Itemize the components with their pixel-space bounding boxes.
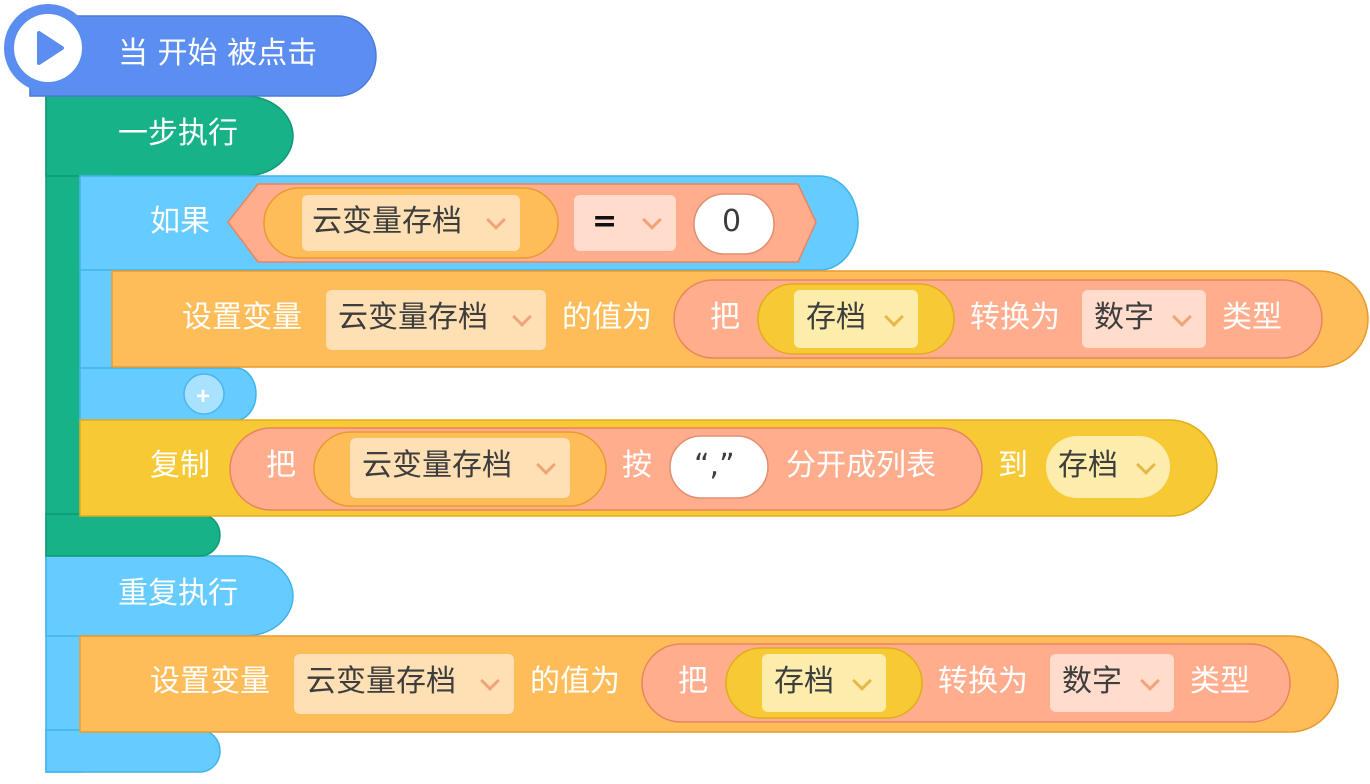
set2-value-label: 的值为	[530, 664, 620, 699]
set1-convert-label: 转换为	[970, 300, 1060, 335]
set2-source-value: 存档	[774, 664, 834, 699]
start-event-label: 当 开始 被点击	[118, 36, 318, 71]
step-block-footer	[45, 513, 221, 557]
set1-type-value: 数字	[1094, 300, 1154, 335]
copy-variable-value: 云变量存档	[362, 448, 512, 483]
separator-input[interactable]	[669, 435, 769, 499]
set1-type-suffix: 类型	[1222, 300, 1282, 335]
operator-value: =	[592, 204, 618, 239]
repeat-block-header[interactable]	[45, 555, 294, 637]
set1-value-label: 的值为	[562, 300, 652, 335]
if-block-footer	[79, 367, 257, 421]
play-icon	[37, 31, 64, 65]
set2-source-dropdown[interactable]	[762, 654, 886, 712]
set2-variable-value: 云变量存档	[306, 664, 456, 699]
set1-convert-prefix: 把	[710, 300, 740, 335]
separator-value: “,”	[694, 448, 735, 483]
split-by-label: 按	[622, 448, 652, 483]
copy-target-dropdown[interactable]	[1046, 436, 1170, 498]
set1-type-dropdown[interactable]	[1082, 290, 1206, 348]
set1-label: 设置变量	[182, 300, 302, 335]
add-branch-button[interactable]	[183, 373, 225, 415]
set2-variable-dropdown[interactable]	[294, 654, 514, 714]
compare-value-input[interactable]	[693, 193, 775, 255]
compare-value: 0	[722, 204, 742, 239]
split-list-label: 分开成列表	[786, 448, 936, 483]
if-variable-dropdown[interactable]	[302, 195, 520, 251]
set1-variable-dropdown[interactable]	[326, 290, 546, 350]
step-block-label: 一步执行	[118, 116, 238, 151]
set1-source-dropdown[interactable]	[794, 290, 918, 348]
set2-convert-prefix: 把	[678, 664, 708, 699]
copy-target-value: 存档	[1058, 448, 1118, 483]
operator-dropdown[interactable]	[574, 195, 676, 251]
set2-type-dropdown[interactable]	[1050, 654, 1174, 712]
set2-type-value: 数字	[1062, 664, 1122, 699]
start-event-block[interactable]	[29, 15, 377, 97]
add-icon[interactable]: +	[196, 383, 210, 410]
repeat-block-label: 重复执行	[118, 576, 238, 611]
set2-type-suffix: 类型	[1190, 664, 1250, 699]
set2-convert-label: 转换为	[938, 664, 1028, 699]
set1-source-value: 存档	[806, 300, 866, 335]
repeat-block-footer	[45, 729, 221, 773]
copy-label: 复制	[150, 448, 210, 483]
copy-variable-dropdown[interactable]	[350, 438, 570, 498]
split-prefix: 把	[266, 448, 296, 483]
set1-variable-value: 云变量存档	[338, 300, 488, 335]
copy-to-label: 到	[998, 448, 1028, 483]
if-variable-value: 云变量存档	[312, 204, 462, 239]
step-block-header[interactable]	[45, 95, 294, 177]
if-block-label: 如果	[150, 204, 210, 239]
set2-label: 设置变量	[150, 664, 270, 699]
